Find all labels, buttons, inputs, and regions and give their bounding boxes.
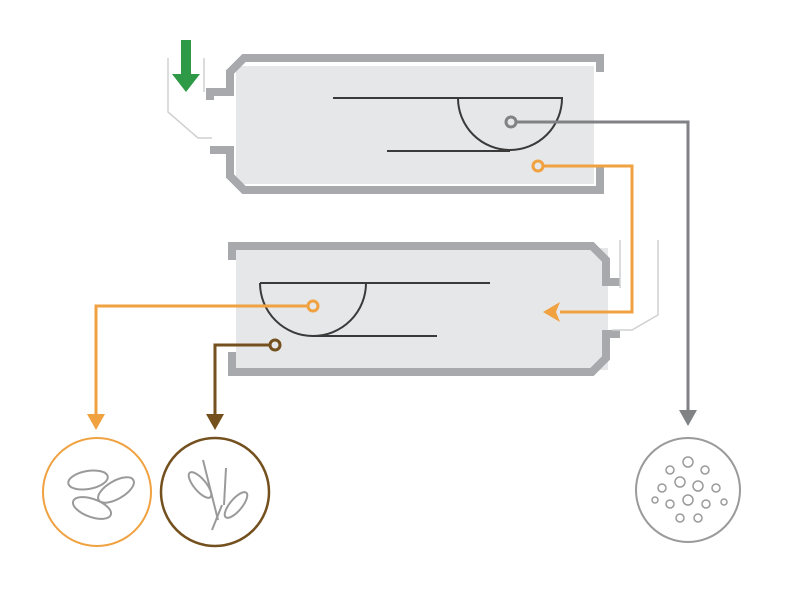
lower-chamber [228,242,620,376]
seed-grains-icon [42,437,152,547]
stalks-leaves-icon [159,436,271,548]
orange-transfer-stream [531,159,634,322]
upper-chamber [206,54,604,194]
gray-output-stream [504,115,697,426]
lower-inlet-outline [612,240,659,331]
feed-hopper [167,58,212,139]
small-particles-icon [635,437,741,543]
down-arrow-icon [172,40,200,92]
orange-output-stream [87,299,320,430]
brown-output-stream [206,338,282,430]
